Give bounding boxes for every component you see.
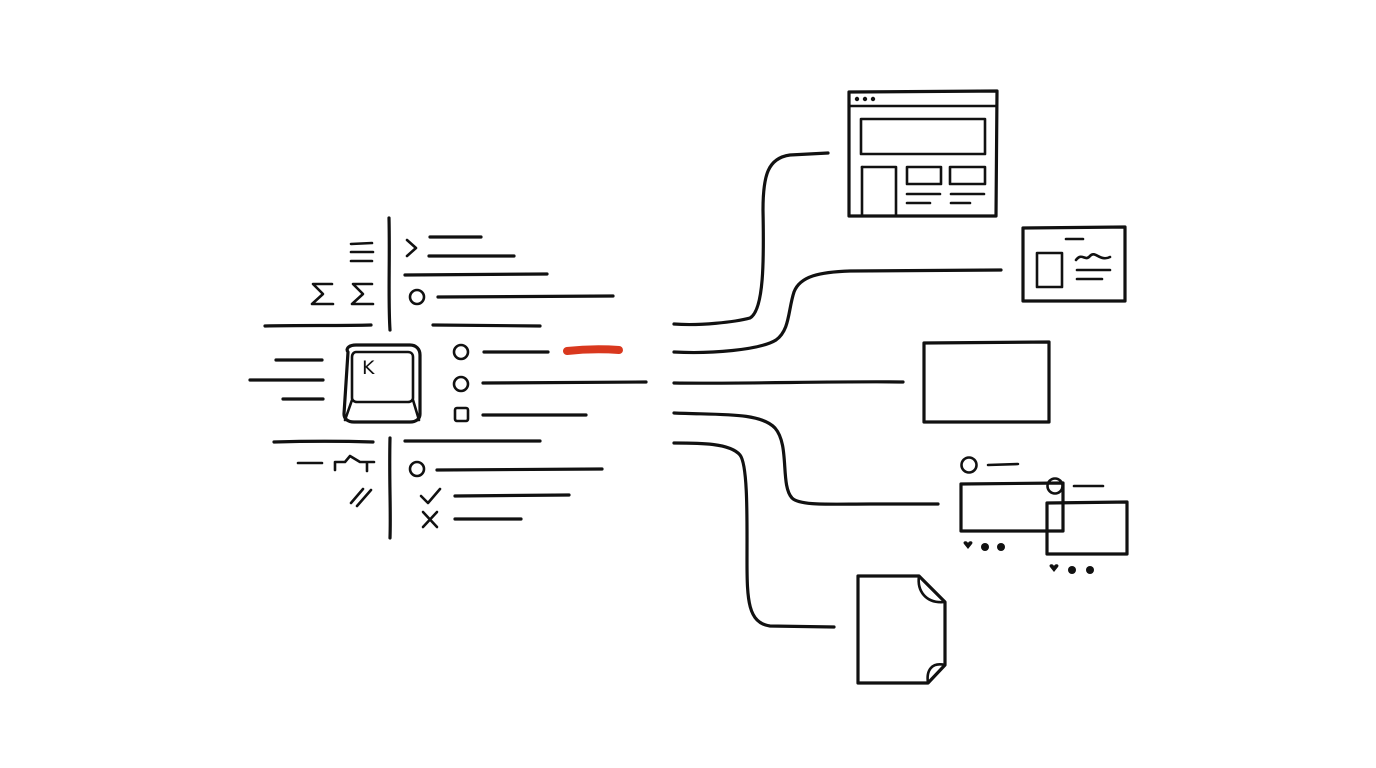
list-line — [436, 294, 615, 299]
hub-divider-top — [387, 216, 392, 332]
connector-social-posts — [672, 411, 940, 506]
profile-card-icon — [1021, 225, 1127, 303]
list-line — [431, 323, 542, 328]
chevron-right-icon — [405, 238, 418, 258]
sigma-icon — [310, 282, 335, 306]
hub-divider-bottom — [388, 436, 392, 540]
cross-icon — [421, 510, 439, 529]
square-icon — [453, 406, 470, 423]
list-line — [403, 272, 549, 277]
hub: K — [248, 216, 648, 540]
connectors — [672, 151, 1003, 629]
connector-rectangle — [672, 380, 905, 385]
step-signal-icon — [296, 454, 376, 473]
double-slash-icon — [349, 487, 373, 508]
list-line — [453, 493, 571, 498]
checkmark-icon — [419, 487, 442, 505]
blank-rectangle-icon — [922, 340, 1051, 424]
document-icon — [856, 574, 947, 685]
circle-icon — [408, 460, 426, 478]
list-line — [435, 467, 604, 472]
sigma-icon — [350, 282, 375, 306]
keycap-letter: K — [362, 357, 375, 379]
equals-lines-icon — [349, 241, 375, 263]
social-posts-icon — [959, 456, 1129, 574]
keycap-icon: K — [342, 343, 422, 424]
list-line — [481, 380, 648, 385]
connector-browser — [672, 151, 830, 327]
connector-profile-card — [672, 268, 1003, 355]
circle-icon — [452, 375, 470, 393]
circle-icon — [452, 343, 470, 361]
circle-icon — [408, 288, 426, 306]
hub-line — [263, 323, 373, 328]
hub-line — [272, 439, 375, 444]
browser-window-icon — [847, 89, 999, 218]
connector-document — [672, 441, 836, 629]
highlight-mark — [563, 345, 623, 355]
